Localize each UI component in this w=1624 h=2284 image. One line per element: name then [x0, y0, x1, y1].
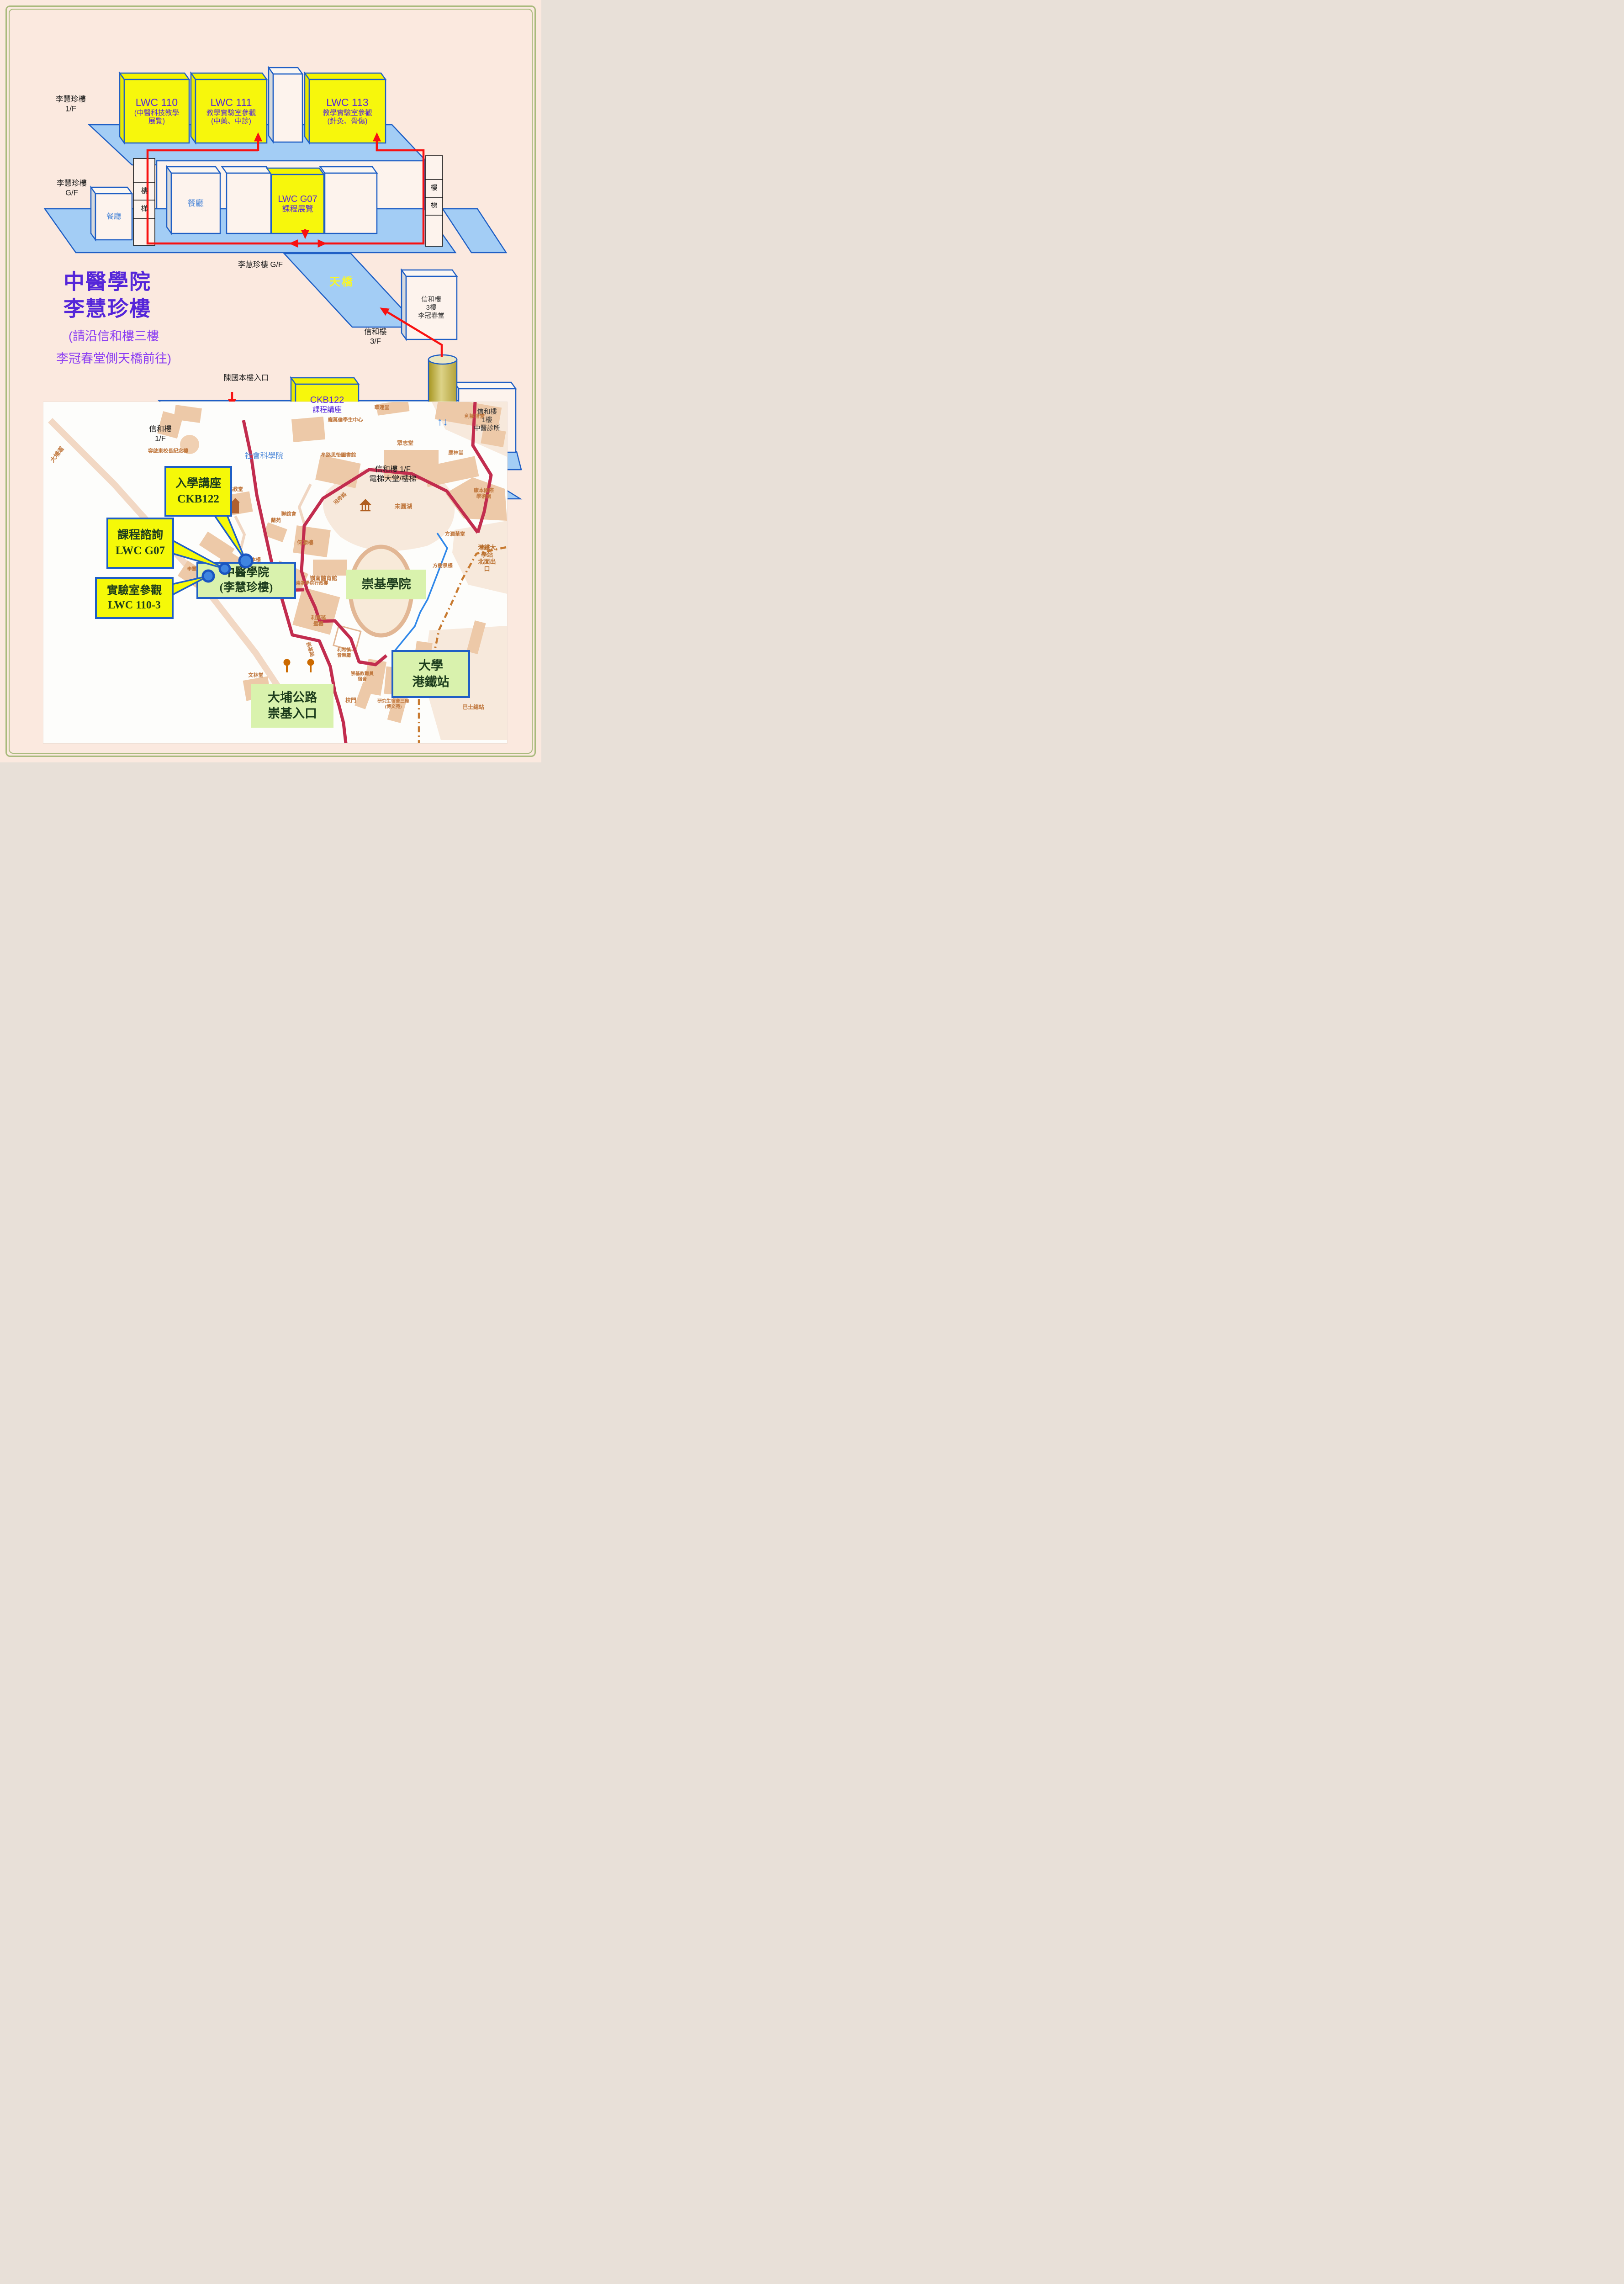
callout-lab-line1: 實驗室參觀 — [107, 584, 162, 597]
sino-1f-label: 信和樓 1/F — [149, 425, 172, 443]
footbridge — [283, 253, 420, 328]
stairs-right-column — [425, 155, 443, 247]
poster-title-line1: 中醫學院 — [63, 270, 151, 294]
green-label-chung-chi-college: 崇基學院 — [346, 570, 426, 599]
stairs-right-lower-char: 梯 — [430, 201, 438, 210]
ckb-entrance-label: 陳國本樓入口 — [223, 374, 269, 382]
room-lwcg07-box — [265, 167, 325, 234]
map-label-lake: 未圓湖 — [394, 503, 413, 510]
callout-enquiry-line1: 課程諮詢 — [117, 529, 163, 542]
map-label-yung-memorial: 容啟東校長紀念樓 — [148, 448, 188, 454]
room-lwc113-label: LWC 113 教學實驗室參觀 (針灸、骨傷) — [309, 79, 386, 143]
room-lwc111-label: LWC 111 教學實驗室參觀 (中藥、中診) — [196, 79, 267, 143]
lwc113-sub1: 教學實驗室參觀 — [323, 109, 372, 117]
map-label-chung-chi-tang: 眾志堂 — [397, 439, 414, 446]
map-label-pommerenke: 龐萬倫學生中心 — [328, 417, 363, 423]
lwc111-code: LWC 111 — [210, 96, 252, 109]
map-label-bus-terminus: 巴士總站 — [462, 703, 485, 710]
canteen-left-label: 餐廳 — [106, 213, 122, 221]
map-label-ying-lin-tang: 應林堂 — [448, 450, 464, 456]
poster-note-line2: 李冠春堂側天橋前往) — [56, 352, 171, 366]
canteen-main-label: 餐廳 — [187, 198, 204, 208]
room-ckb122-label: CKB122 課程講座 — [296, 384, 359, 425]
callout-admission-talk: 入學講座 CKB122 — [164, 466, 232, 517]
callout-overlay — [169, 510, 254, 597]
map-label-admin-building: 崇基學院行政樓 — [296, 581, 328, 586]
lwc111-sub2: (中藥、中診) — [211, 117, 251, 126]
bridge-label: 天橋 — [329, 276, 354, 288]
pavilion-icon — [359, 499, 372, 512]
room-lwc110-box — [118, 71, 190, 145]
room-lwcg07-label: LWC G07 課程展覽 — [271, 174, 324, 233]
poster-title-line2: 李慧珍樓 — [63, 296, 151, 321]
chapel-building — [231, 498, 240, 513]
callout-pointers — [169, 510, 247, 597]
map-label-staff-club: 聯誼會 — [281, 511, 296, 517]
campus-map: 大埔道 容啟東校長紀念樓 龐萬倫學生中心 華連堂 利樹培堂 眾志堂 牟路思怡圖書… — [43, 402, 507, 743]
map-label-lee-shu-pui: 利樹培堂 — [465, 413, 485, 419]
sino-3f-box-label: 信和樓 3樓 李冠春堂 — [418, 296, 444, 320]
lwc113-sub2: (針灸、骨傷) — [327, 117, 368, 126]
green-label-university-station: 大學 港鐵站 — [391, 650, 470, 698]
map-label-postgrad-hall: 研究生宿舍三座 (博文苑) — [377, 699, 409, 709]
ckb122-sub1: 課程講座 — [312, 406, 342, 414]
map-label-ho-tim: 何添樓 — [296, 539, 314, 546]
map-label-campus-gate: 校門 — [345, 697, 357, 703]
social-science-label: 社會科學院 — [244, 451, 284, 460]
map-label-yasumoto: 康本國際學術園 — [474, 487, 494, 499]
lwc110-sub1: (中醫科技教學 — [134, 109, 180, 117]
lwc110-sub2: 展覽) — [148, 117, 165, 126]
green-label-chungchi-entrance: 大埔公路 崇基入口 — [251, 684, 333, 728]
canteen-main-box — [165, 165, 222, 235]
ckb122-code: CKB122 — [310, 395, 344, 406]
room-lwc110-label: LWC 110 (中醫科技教學 展覽) — [124, 79, 189, 143]
canteen-left-box — [90, 185, 133, 242]
callout-enquiry-line2: LWC G07 — [115, 545, 165, 557]
map-label-fong-shu-chuen: 方樹泉樓 — [433, 563, 453, 569]
map-label-lingnan-stadium: 嶺南體育館 — [309, 575, 338, 582]
sino-3f-label: 信和樓 3/F — [364, 328, 387, 345]
unlabeled-1f-box — [267, 66, 304, 144]
stairs-left-lower-char: 梯 — [141, 205, 148, 213]
stairs-left-column — [133, 158, 155, 246]
map-label-wah-lin-tang: 華連堂 — [374, 405, 390, 411]
callout-admission-line1: 入學講座 — [175, 477, 221, 490]
floor-label-1f: 李慧珍樓 1/F — [56, 95, 86, 113]
callout-lab-line2: LWC 110-3 — [108, 599, 161, 611]
map-route-blue — [391, 533, 448, 655]
lwcg07-sub1: 課程展覽 — [282, 205, 313, 214]
poster-note-line1: (請沿信和樓三樓 — [69, 329, 159, 344]
lwcg07-code: LWC G07 — [278, 194, 317, 205]
stairs-left-upper-char: 樓 — [141, 187, 148, 195]
callout-lab-visit: 實驗室參觀 LWC 110-3 — [95, 577, 174, 619]
map-label-library: 牟路思怡圖書館 — [321, 452, 356, 458]
lwc111-sub1: 教學實驗室參觀 — [206, 109, 256, 117]
room-lwc111-box — [190, 71, 268, 145]
bus-stop-markers — [283, 659, 314, 672]
location-dots — [201, 553, 254, 583]
poster-page: 李慧珍樓 1/F 李慧珍樓 G/F 李慧珍樓 G/F 天橋 信和樓 3/F 陳國… — [0, 0, 541, 762]
elevator-updown-icon: ↑↓ — [437, 416, 448, 428]
unlabeled-gf-box-b — [319, 166, 378, 234]
lwc110-code: LWC 110 — [135, 96, 178, 109]
map-label-mtr-north-exit: 港鐵大學站 北面出口 — [478, 544, 496, 572]
stairs-right-upper-char: 樓 — [430, 184, 438, 192]
callout-course-enquiry: 課程諮詢 LWC G07 — [106, 518, 174, 569]
map-label-concert-hall: 利希慎 音樂廳 — [337, 648, 351, 658]
floor-label-gf: 李慧珍樓 G/F — [57, 179, 87, 197]
gf-walkway-label: 李慧珍樓 G/F — [238, 260, 283, 269]
clinic-box-label: 信和樓 1樓 中醫診所 — [474, 408, 500, 433]
unlabeled-gf-box-a — [221, 166, 272, 234]
lwc113-code: LWC 113 — [326, 96, 369, 109]
map-label-man-lam-tang: 文林堂 — [248, 672, 264, 678]
lift-lobby-label: 信和樓 1/F 電梯大堂/樓梯 — [369, 465, 417, 483]
map-label-lan-yuen: 蘭苑 — [271, 518, 281, 523]
map-label-staff-quarters: 崇基教職員 宿舍 — [351, 671, 374, 682]
map-label-esther-lee: 利黃瑤 璧樓 — [311, 615, 326, 627]
callout-admission-line2: CKB122 — [177, 492, 219, 505]
map-label-fong-yun-wah: 方潤華堂 — [445, 531, 465, 537]
